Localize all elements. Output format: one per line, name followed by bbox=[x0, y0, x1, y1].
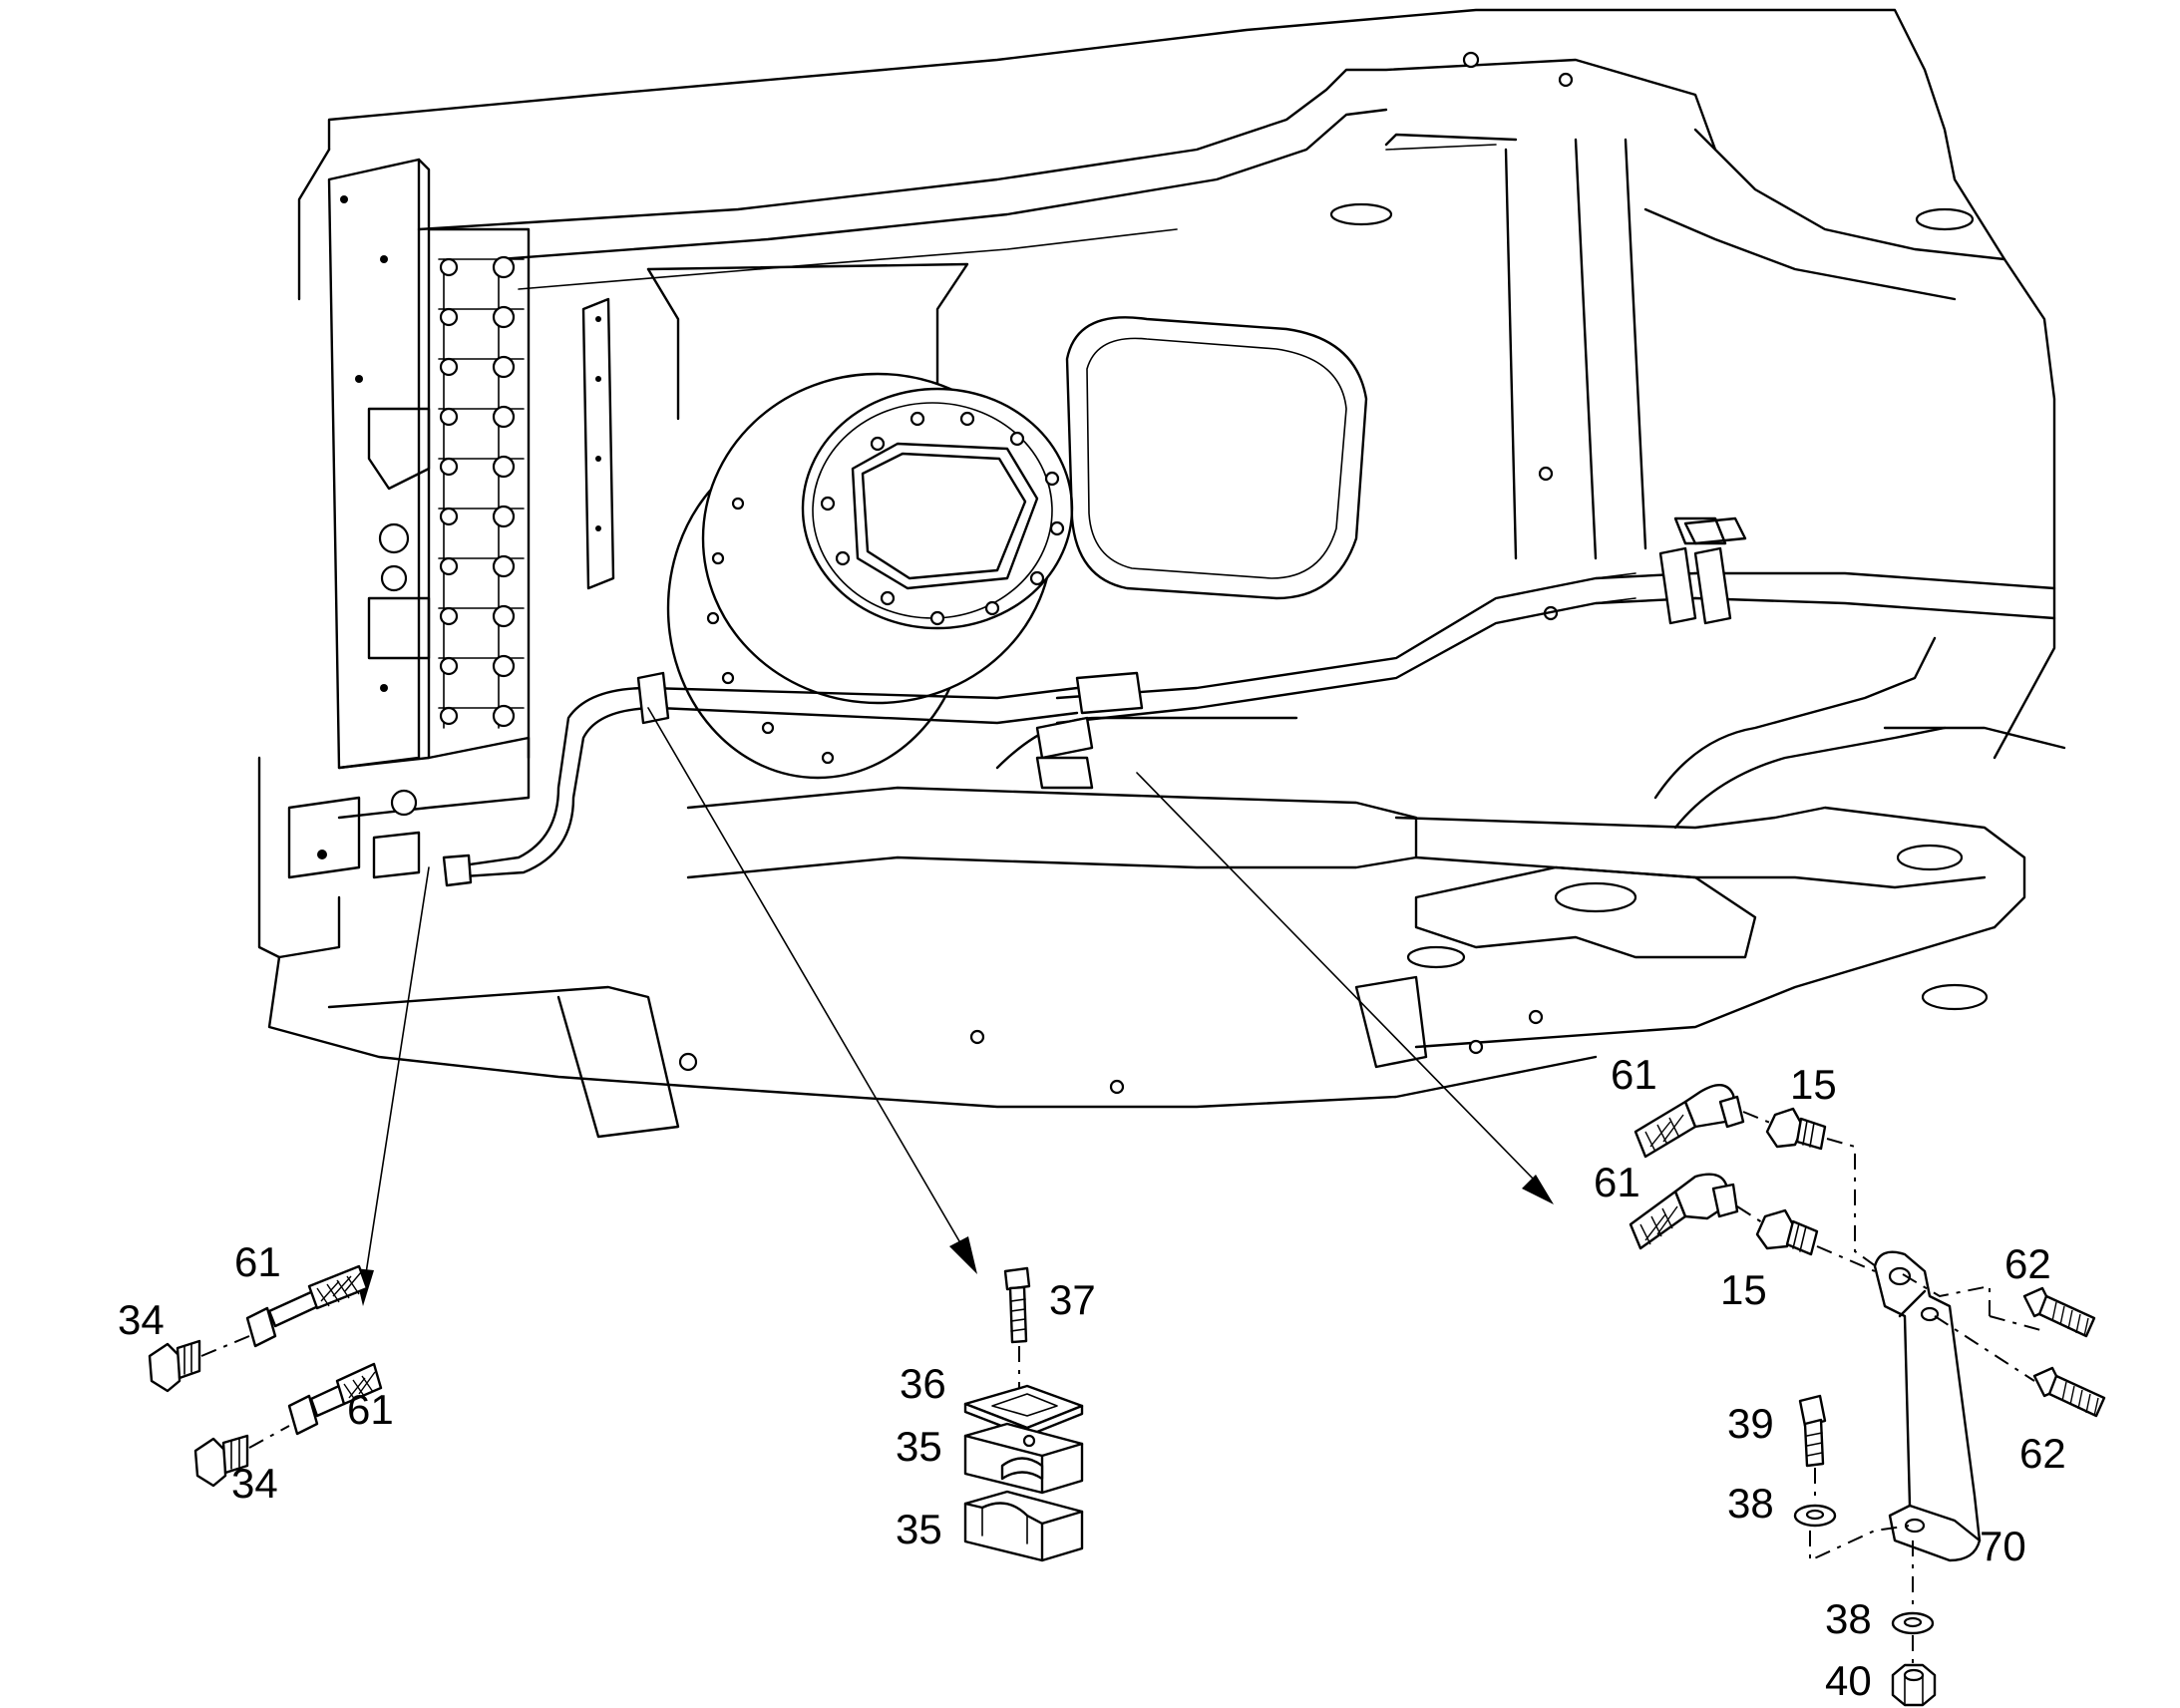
label-62-top: 62 bbox=[2004, 1240, 2051, 1287]
label-39: 39 bbox=[1727, 1400, 1774, 1447]
label-37: 37 bbox=[1049, 1276, 1096, 1323]
label-61-right-top: 61 bbox=[1611, 1051, 1657, 1098]
bolt-62-top bbox=[2022, 1286, 2096, 1338]
bolt-62-bottom bbox=[2032, 1366, 2106, 1418]
label-34-left-top: 34 bbox=[118, 1296, 165, 1343]
label-61-left-bottom: 61 bbox=[347, 1386, 394, 1433]
elbow-hose-61-top bbox=[1634, 1084, 1745, 1159]
fitting-15-top bbox=[1765, 1107, 1827, 1151]
label-15-right-top: 15 bbox=[1790, 1061, 1837, 1108]
leader-lines bbox=[354, 707, 1554, 1306]
hose-61-top bbox=[245, 1264, 369, 1348]
label-38-bottom: 38 bbox=[1825, 1595, 1872, 1642]
washer-38-bottom bbox=[1891, 1611, 1935, 1635]
adapter-34-top bbox=[148, 1339, 201, 1393]
label-35-bottom: 35 bbox=[896, 1506, 942, 1552]
callout-labels: 61 34 61 34 37 36 35 35 61 15 61 15 62 6… bbox=[118, 1051, 2066, 1704]
label-61-right-mid: 61 bbox=[1594, 1159, 1640, 1205]
fitting-15-mid bbox=[1755, 1208, 1819, 1256]
adapter-34-bottom bbox=[193, 1434, 249, 1488]
elbow-hose-61-mid bbox=[1629, 1173, 1739, 1250]
hose-61-bottom bbox=[287, 1362, 383, 1436]
label-35-top: 35 bbox=[896, 1423, 942, 1470]
label-61-left-top: 61 bbox=[234, 1238, 281, 1285]
label-38-top: 38 bbox=[1727, 1480, 1774, 1527]
clamp-half-35-top bbox=[963, 1422, 1084, 1495]
washer-38-top bbox=[1793, 1504, 1837, 1528]
label-70: 70 bbox=[1980, 1523, 2026, 1569]
clamp-half-35-bottom bbox=[963, 1490, 1084, 1562]
machine-frame bbox=[257, 8, 2066, 1139]
bolt-39 bbox=[1798, 1394, 1827, 1468]
label-62-bottom: 62 bbox=[2019, 1430, 2066, 1477]
label-15-right-mid: 15 bbox=[1720, 1266, 1767, 1313]
label-34-left-bottom: 34 bbox=[231, 1460, 278, 1507]
bolt-37 bbox=[1003, 1266, 1031, 1344]
label-40: 40 bbox=[1825, 1657, 1872, 1704]
nut-40 bbox=[1891, 1663, 1937, 1707]
label-36: 36 bbox=[900, 1360, 946, 1407]
clamp-group bbox=[963, 1266, 1084, 1562]
bracket-group bbox=[1629, 1084, 2106, 1707]
left-fitting-group bbox=[148, 1264, 383, 1488]
cover-plate-36 bbox=[963, 1384, 1084, 1438]
bracket-70 bbox=[1873, 1250, 1982, 1562]
